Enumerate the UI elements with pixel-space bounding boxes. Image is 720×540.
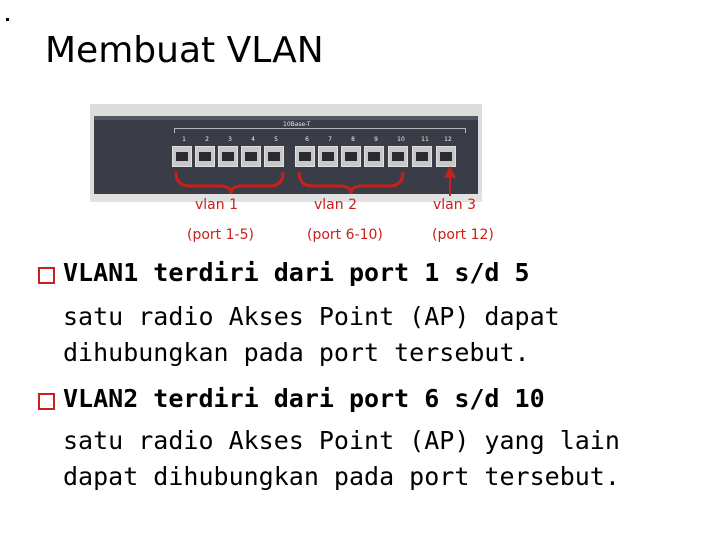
ethernet-port [241,146,261,167]
switch-image: 10Base-T 1 2 3 4 5 6 7 8 9 10 11 12 [90,104,482,202]
ethernet-port [195,146,215,167]
port-number: 4 [251,136,255,143]
ethernet-port [295,146,315,167]
switch-bottom-edge [90,194,482,202]
port-number: 2 [205,136,209,143]
port-number: 7 [328,136,332,143]
switch-top-bar [94,116,478,120]
vlan1-ports: (port 1-5) [187,227,254,243]
port-number: 5 [274,136,278,143]
ethernet-port [341,146,361,167]
slide-corner-dot [6,18,9,21]
vlan2-label: vlan 2 [314,197,357,213]
port-number: 10 [397,136,405,143]
bullet-line: dihubungkan pada port tersebut. [63,338,530,367]
bullet-box-icon [38,267,55,284]
bullet-line: satu radio Akses Point (AP) yang lain [63,426,620,455]
bullet-heading: VLAN1 terdiri dari port 1 s/d 5 [63,258,530,287]
vlan2-ports: (port 6-10) [307,227,383,243]
bullet-line: satu radio Akses Point (AP) dapat [63,302,560,331]
port-number: 8 [351,136,355,143]
port-number: 9 [374,136,378,143]
port-number: 12 [444,136,452,143]
bullet-line: dapat dihubungkan pada port tersebut. [63,462,620,491]
ethernet-port [318,146,338,167]
ethernet-port [436,146,456,167]
ethernet-port [412,146,432,167]
vlan3-label: vlan 3 [433,197,476,213]
speed-label: 10Base-T [283,121,311,128]
ethernet-port [388,146,408,167]
ethernet-port [264,146,284,167]
port-group-bracket [174,128,466,133]
port-number: 11 [421,136,429,143]
vlan3-arrow-head [444,166,456,178]
ethernet-port [218,146,238,167]
port-number: 3 [228,136,232,143]
ethernet-port [172,146,192,167]
vlan3-ports: (port 12) [432,227,494,243]
bullet-box-icon [38,393,55,410]
port-number: 6 [305,136,309,143]
bullet-heading: VLAN2 terdiri dari port 6 s/d 10 [63,384,545,413]
slide-title: Membuat VLAN [45,30,324,71]
vlan1-label: vlan 1 [195,197,238,213]
port-number: 1 [182,136,186,143]
ethernet-port [364,146,384,167]
vlan1-brace [174,171,285,195]
vlan2-brace [297,171,405,195]
